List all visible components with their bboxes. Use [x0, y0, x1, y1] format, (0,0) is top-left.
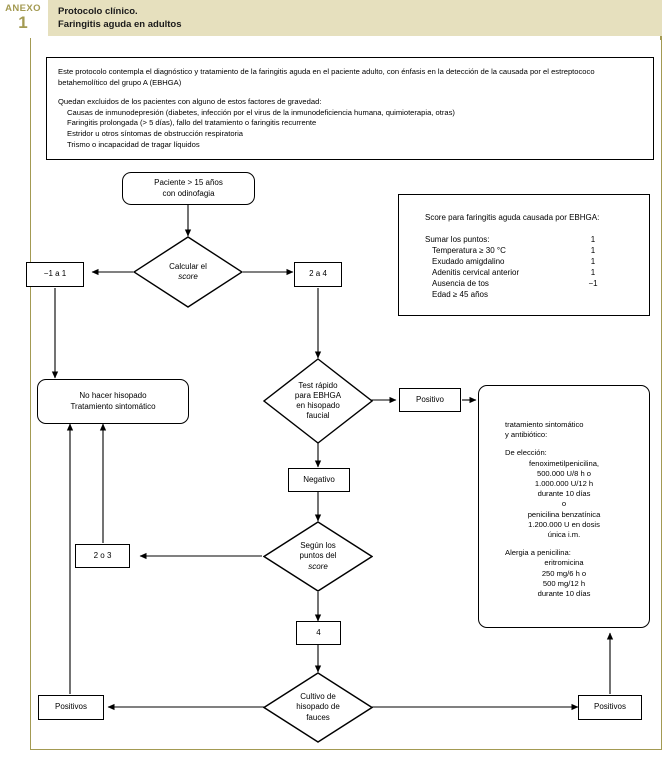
treatment-or: o — [561, 499, 567, 509]
score-value-4 — [576, 289, 610, 300]
header-band — [48, 0, 662, 36]
treatment-gap — [505, 540, 623, 548]
flow-node-branch-high[interactable]: 2 a 4 — [294, 262, 342, 287]
culture-line-2: hisopado de — [296, 702, 340, 712]
flow-decision-calculate-score[interactable]: Calcular el score — [133, 236, 243, 308]
intro-exclusion-4: Trismo o incapacidad de tragar líquidos — [67, 139, 200, 149]
score-value-3: −1 — [588, 279, 598, 288]
anexo-number: 1 — [18, 13, 28, 32]
start-line-1: Paciente > 15 años — [154, 178, 223, 187]
intro-spacer — [58, 88, 642, 97]
treatment-text: tratamiento sintomático y antibiótico: D… — [505, 420, 623, 599]
flow-node-rapid-positive[interactable]: Positivo — [399, 388, 461, 412]
treatment-allergy-drug: eritromicina — [544, 558, 584, 568]
treatment-alt-dose: 1.200.000 U en dosis — [528, 519, 600, 529]
rapid-test-line-3: en hisopado — [296, 401, 340, 410]
score-rows: Sumar los puntos: 1 Temperatura ≥ 30 °C … — [425, 234, 610, 300]
score-label-0: Temperatura ≥ 30 °C — [432, 246, 506, 255]
score-row: Temperatura ≥ 30 °C 1 — [425, 245, 610, 256]
page-title-line2: Faringitis aguda en adultos — [58, 18, 182, 30]
rapid-test-line-4: faucial — [306, 411, 330, 421]
score-value-0: 1 — [590, 246, 596, 255]
culture-line-3: fauces — [306, 712, 330, 722]
no-swab-line-2: Tratamiento sintomático — [70, 401, 156, 411]
flow-node-no-swab[interactable]: No hacer hisopado Tratamiento sintomátic… — [37, 379, 189, 424]
flow-node-start[interactable]: Paciente > 15 años con odinofagia — [122, 172, 255, 205]
treatment-allergy-duration: durante 10 días — [537, 589, 591, 599]
score-label-4: Edad ≥ 45 años — [432, 290, 488, 299]
score-label-3: Ausencia de tos — [432, 279, 489, 288]
score-panel: Score para faringitis aguda causada por … — [398, 194, 650, 316]
score-row: Adenitis cervical anterior 1 — [425, 267, 610, 278]
score-value-1: 1 — [590, 257, 596, 266]
flow-node-points-2or3[interactable]: 2 o 3 — [75, 544, 130, 568]
flow-node-culture-right[interactable]: Positivos — [578, 695, 642, 720]
flow-node-branch-low[interactable]: −1 a 1 — [26, 262, 84, 287]
page-title: Protocolo clínico. Faringitis aguda en a… — [58, 6, 182, 31]
treatment-allergy-dose-1: 250 mg/6 h o — [541, 568, 587, 578]
score-label-1: Exudado amigdalino — [432, 257, 505, 266]
culture-line-1: Cultivo de — [300, 692, 336, 702]
score-points-line-3: score — [308, 561, 328, 571]
rapid-test-line-1: Test rápido — [298, 380, 338, 390]
score-row: Ausencia de tos −1 — [425, 278, 610, 289]
score-label-2: Adenitis cervical anterior — [432, 268, 520, 277]
flow-decision-culture[interactable]: Cultivo de hisopado de fauces — [263, 672, 373, 743]
treatment-allergy-label: Alergia a penicilina: — [505, 548, 571, 558]
treatment-line-1: tratamiento sintomático — [505, 420, 584, 429]
page-header: ANEXO 1 Protocolo clínico. Faringitis ag… — [0, 0, 670, 36]
intro-exclusion-1: Causas de inmunodepresión (diabetes, inf… — [67, 107, 455, 117]
decision-score-line-1: Calcular el — [169, 261, 207, 271]
treatment-choice-duration: durante 10 días — [537, 489, 591, 499]
intro-paragraph-2: Quedan excluidos de los pacientes con al… — [58, 97, 322, 107]
treatment-choice-label: De elección: — [505, 448, 547, 458]
flow-node-rapid-negative[interactable]: Negativo — [288, 468, 350, 492]
start-line-2: con odinofagia — [162, 188, 215, 198]
treatment-choice-drug: fenoximetilpenicilina, — [528, 458, 600, 468]
intro-exclusion-2: Faringitis prolongada (> 5 días), fallo … — [67, 118, 317, 128]
flow-decision-rapid-test[interactable]: Test rápido para EBHGA en hisopado fauci… — [263, 358, 373, 444]
treatment-allergy-dose-2: 500 mg/12 h — [542, 578, 586, 588]
decision-score-line-2: score — [178, 272, 198, 281]
anexo-label: ANEXO — [5, 3, 41, 14]
score-row-sum: Sumar los puntos: 1 — [425, 234, 610, 245]
score-value-2: 1 — [590, 268, 596, 277]
treatment-choice-dose-1: 500.000 U/8 h o — [536, 468, 592, 478]
flow-decision-score-points[interactable]: Según los puntos del score — [263, 521, 373, 592]
page-frame — [30, 38, 662, 750]
intro-paragraph-1: Este protocolo contempla el diagnóstico … — [58, 67, 595, 87]
flow-node-culture-left[interactable]: Positivos — [38, 695, 104, 720]
treatment-alt-route: única i.m. — [547, 530, 581, 540]
score-panel-title: Score para faringitis aguda causada por … — [425, 213, 600, 222]
treatment-line-2: y antibiótico: — [505, 430, 548, 440]
score-points-line-2: puntos del — [299, 551, 337, 561]
score-sum-value: 1 — [590, 235, 596, 244]
score-points-line-1: Según los — [300, 541, 336, 551]
score-row: Edad ≥ 45 años — [425, 289, 610, 300]
intro-exclusion-3: Estridor u otros síntomas de obstrucción… — [67, 128, 243, 138]
no-swab-line-1: No hacer hisopado — [79, 391, 147, 400]
page-title-line1: Protocolo clínico. — [58, 6, 138, 17]
treatment-choice-dose-2: 1.000.000 U/12 h — [534, 479, 594, 489]
treatment-panel: tratamiento sintomático y antibiótico: D… — [478, 385, 650, 628]
flow-node-points-4[interactable]: 4 — [296, 621, 341, 645]
score-row: Exudado amigdalino 1 — [425, 256, 610, 267]
score-sum-label: Sumar los puntos: — [425, 235, 490, 244]
treatment-gap — [505, 440, 623, 448]
frame-accent — [660, 36, 662, 40]
treatment-alt-drug: penicilina benzatínica — [527, 509, 601, 519]
rapid-test-line-2: para EBHGA — [294, 390, 342, 400]
intro-textbox: Este protocolo contempla el diagnóstico … — [46, 57, 654, 160]
